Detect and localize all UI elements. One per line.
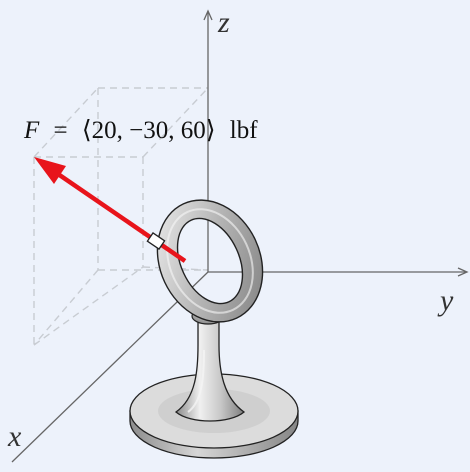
force-label: F = ⟨20, −30, 60⟩ lbf [23, 117, 258, 144]
z-axis-label: z [217, 6, 230, 39]
eyebolt-stem [174, 317, 246, 422]
x-axis-label: x [7, 420, 22, 453]
force-components: ⟨20, −30, 60⟩ [82, 117, 216, 144]
eyebolt-ring [156, 199, 264, 323]
y-axis-arrowhead [457, 267, 469, 277]
x-axis [11, 271, 209, 463]
y-axis-label: y [437, 284, 454, 317]
force-application-point-marker [146, 232, 166, 250]
force-unit: lbf [230, 117, 258, 144]
force-symbol: F [23, 117, 40, 144]
component-guide-box [33, 87, 209, 346]
force-equals: = [54, 117, 68, 144]
force-vector [34, 157, 187, 263]
force-vector-arrowhead [34, 157, 66, 184]
force-vector-shaft [56, 172, 187, 263]
z-axis-arrowhead [203, 9, 213, 21]
